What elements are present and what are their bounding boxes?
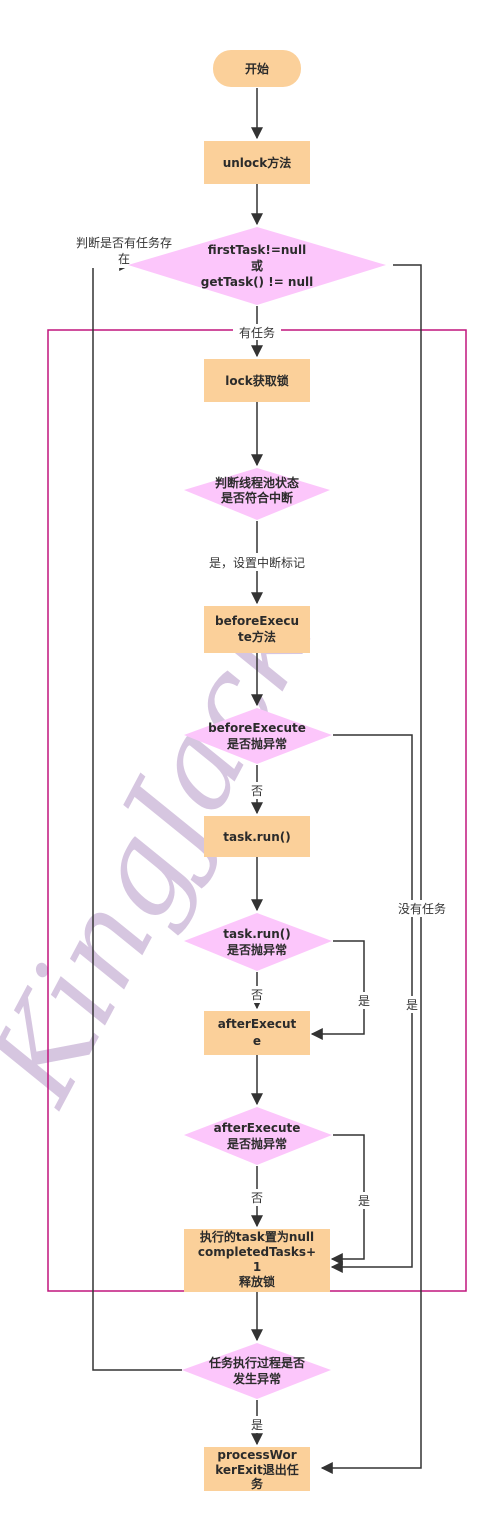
label-no-run: 否 <box>251 988 263 1002</box>
edge-run-exception <box>310 940 365 1040</box>
label-yes-error: 是 <box>251 1418 263 1432</box>
node-task-run-text: task.run() <box>223 830 291 844</box>
decision-task-check-line-2: 或 <box>251 258 263 273</box>
node-exit: processWor kerExit退出任 务 <box>204 1447 310 1491</box>
node-after-execute: afterExecut e <box>204 1011 310 1055</box>
label-has-task-question-2: 在 <box>118 252 130 266</box>
decision-after-check: afterExecute 是否抛异常 <box>184 1107 332 1165</box>
label-yes-after: 是 <box>358 1194 370 1208</box>
node-exit-line-2: kerExit退出任 <box>215 1462 299 1477</box>
label-has-task-question-1: 判断是否有任务存 <box>76 235 172 250</box>
decision-before-check: beforeExecute 是否抛异常 <box>184 708 332 764</box>
edge-no-task <box>320 264 422 1474</box>
node-exit-line-1: processWor <box>217 1448 296 1462</box>
label-yes-run: 是 <box>358 994 370 1008</box>
node-after-execute-line-2: e <box>253 1034 261 1048</box>
node-before-execute-line-2: te方法 <box>238 629 276 644</box>
decision-error-check-line-1: 任务执行过程是否 <box>208 1355 305 1370</box>
node-before-execute-line-1: beforeExecu <box>215 614 299 628</box>
label-yes-before: 是 <box>406 998 418 1012</box>
decision-run-check-line-1: task.run() <box>223 927 291 941</box>
node-finally-line-4: 释放锁 <box>239 1274 275 1289</box>
node-lock-text: lock获取锁 <box>225 373 288 388</box>
node-lock: lock获取锁 <box>204 359 310 402</box>
decision-error-check: 任务执行过程是否 发生异常 <box>182 1343 331 1399</box>
decision-task-check: firstTask!=null 或 getTask() != null <box>128 227 386 305</box>
decision-task-check-line-1: firstTask!=null <box>208 243 306 257</box>
node-exit-line-3: 务 <box>251 1476 264 1491</box>
node-task-run: task.run() <box>204 816 310 857</box>
decision-after-check-line-2: 是否抛异常 <box>226 1136 287 1151</box>
edge-labels: 判断是否有任务存 在 有任务 是，设置中断标记 否 否 否 是 是 是 是 没有… <box>62 232 451 1433</box>
node-after-execute-line-1: afterExecut <box>218 1017 297 1031</box>
node-before-execute: beforeExecu te方法 <box>204 606 310 653</box>
decision-run-check-line-2: 是否抛异常 <box>226 942 287 957</box>
decision-run-check: task.run() 是否抛异常 <box>184 913 332 971</box>
decision-before-check-line-2: 是否抛异常 <box>226 736 287 751</box>
decision-pool-check-line-2: 是否符合中断 <box>220 490 293 505</box>
decision-after-check-line-1: afterExecute <box>214 1121 301 1135</box>
decision-task-check-line-3: getTask() != null <box>201 275 314 289</box>
label-no-task: 没有任务 <box>398 901 446 916</box>
label-yes-interrupt: 是，设置中断标记 <box>209 555 305 570</box>
node-start-text: 开始 <box>245 61 269 76</box>
node-finally-line-3: 1 <box>253 1260 261 1274</box>
label-no-before: 否 <box>251 784 263 798</box>
label-no-after: 否 <box>251 1191 263 1205</box>
node-finally-line-2: completedTasks+ <box>198 1245 316 1259</box>
node-start: 开始 <box>213 50 301 87</box>
node-unlock: unlock方法 <box>204 141 310 184</box>
label-has-task: 有任务 <box>239 325 275 340</box>
decision-pool-check: 判断线程池状态 是否符合中断 <box>184 468 330 520</box>
node-unlock-text: unlock方法 <box>223 155 292 170</box>
node-finally-line-1: 执行的task置为null <box>200 1229 314 1244</box>
node-finally-block: 执行的task置为null completedTasks+ 1 释放锁 <box>184 1229 330 1292</box>
decision-before-check-line-1: beforeExecute <box>208 721 306 735</box>
decision-pool-check-line-1: 判断线程池状态 <box>215 475 299 490</box>
decision-error-check-line-2: 发生异常 <box>232 1371 281 1386</box>
